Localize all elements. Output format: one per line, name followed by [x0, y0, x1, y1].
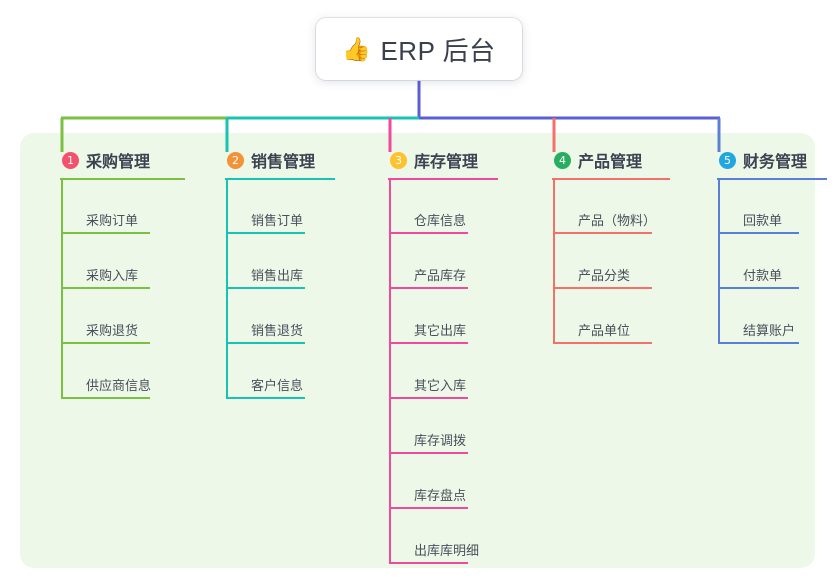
- leaf-item[interactable]: 采购退货: [62, 310, 150, 344]
- column-header-2[interactable]: 2 销售管理: [205, 145, 315, 175]
- leaf-item-label: 产品库存: [414, 268, 467, 283]
- leaf-item-label: 销售订单: [251, 213, 304, 228]
- column-underline: [552, 178, 670, 180]
- leaf-underline: [62, 232, 150, 234]
- leaf-underline: [390, 452, 468, 454]
- column-采购管理: 1 采购管理采购订单采购入库采购退货供应商信息: [40, 145, 185, 399]
- column-underline: [60, 178, 185, 180]
- column-underline: [225, 178, 335, 180]
- leaf-item[interactable]: 销售订单: [227, 200, 305, 234]
- leaf-item[interactable]: 供应商信息: [62, 365, 152, 399]
- leaf-item[interactable]: 付款单: [719, 255, 799, 289]
- leaf-underline: [62, 287, 150, 289]
- column-title: 采购管理: [86, 154, 151, 171]
- leaf-item-label: 产品分类: [578, 268, 631, 283]
- leaf-item-label: 仓库信息: [414, 213, 467, 228]
- leaf-underline: [62, 397, 150, 399]
- column-badge-4: 4: [554, 151, 571, 169]
- leaf-item-label: 库存盘点: [414, 488, 467, 503]
- leaf-underline: [719, 232, 799, 234]
- leaf-underline: [390, 562, 468, 564]
- leaf-item-label: 销售退货: [251, 323, 304, 338]
- column-title: 产品管理: [578, 154, 643, 171]
- column-badge-1: 1: [62, 151, 79, 169]
- root-node[interactable]: 👍 ERP 后台: [316, 18, 522, 80]
- diagram-panel: [20, 133, 815, 568]
- leaf-item-label: 库存调拨: [414, 433, 467, 448]
- leaf-item[interactable]: 产品库存: [390, 255, 468, 289]
- leaf-item-label: 付款单: [743, 268, 783, 283]
- leaf-item[interactable]: 销售退货: [227, 310, 305, 344]
- leaf-item[interactable]: 其它出库: [390, 310, 468, 344]
- leaf-underline: [554, 287, 652, 289]
- column-header-1[interactable]: 1 采购管理: [40, 145, 150, 175]
- leaf-item-label: 出库库明细: [414, 543, 480, 558]
- column-badge-2: 2: [227, 151, 244, 169]
- leaf-underline: [227, 232, 305, 234]
- column-badge-5: 5: [719, 151, 736, 169]
- leaf-underline: [554, 342, 652, 344]
- leaf-item[interactable]: 结算账户: [719, 310, 799, 344]
- column-title: 库存管理: [414, 154, 479, 171]
- leaf-item[interactable]: 其它入库: [390, 365, 468, 399]
- leaf-underline: [390, 342, 468, 344]
- leaf-item[interactable]: 采购入库: [62, 255, 150, 289]
- leaf-item[interactable]: 产品分类: [554, 255, 652, 289]
- column-underline: [388, 178, 498, 180]
- leaf-underline: [227, 397, 305, 399]
- thumbs-up-icon: 👍: [342, 35, 372, 62]
- leaf-item[interactable]: 仓库信息: [390, 200, 468, 234]
- leaf-item[interactable]: 销售出库: [227, 255, 305, 289]
- leaf-item-label: 销售出库: [251, 268, 304, 283]
- root-node-text: ERP 后台: [380, 35, 496, 66]
- root-node-label: 👍 ERP 后台: [342, 31, 495, 68]
- leaf-underline: [62, 342, 150, 344]
- leaf-underline: [719, 287, 799, 289]
- leaf-item-label: 产品单位: [578, 323, 631, 338]
- column-title: 财务管理: [743, 154, 808, 171]
- leaf-underline: [390, 507, 468, 509]
- leaf-underline: [227, 342, 305, 344]
- leaf-underline: [554, 232, 652, 234]
- leaf-item[interactable]: 回款单: [719, 200, 799, 234]
- leaf-underline: [390, 232, 468, 234]
- leaf-item-label: 结算账户: [743, 323, 796, 338]
- leaf-item[interactable]: 库存调拨: [390, 420, 468, 454]
- leaf-item-label: 供应商信息: [86, 378, 152, 393]
- column-库存管理: 3 库存管理仓库信息产品库存其它出库其它入库库存调拨库存盘点出库库明细: [368, 145, 498, 564]
- column-badge-3: 3: [390, 151, 407, 169]
- leaf-item-label: 采购退货: [86, 323, 139, 338]
- column-header-4[interactable]: 4 产品管理: [532, 145, 642, 175]
- leaf-underline: [390, 287, 468, 289]
- leaf-item[interactable]: 产品单位: [554, 310, 652, 344]
- leaf-underline: [719, 342, 799, 344]
- leaf-item[interactable]: 产品（物料）: [554, 200, 656, 234]
- column-销售管理: 2 销售管理销售订单销售出库销售退货客户信息: [205, 145, 335, 399]
- leaf-underline: [390, 397, 468, 399]
- leaf-item-label: 其它入库: [414, 378, 467, 393]
- column-header-5[interactable]: 5 财务管理: [697, 145, 807, 175]
- leaf-item-label: 采购订单: [86, 213, 139, 228]
- column-title: 销售管理: [251, 154, 316, 171]
- leaf-item[interactable]: 出库库明细: [390, 530, 479, 564]
- leaf-item[interactable]: 客户信息: [227, 365, 305, 399]
- column-underline: [717, 178, 827, 180]
- leaf-item-label: 产品（物料）: [578, 213, 657, 228]
- column-header-3[interactable]: 3 库存管理: [368, 145, 478, 175]
- leaf-item[interactable]: 库存盘点: [390, 475, 468, 509]
- leaf-underline: [227, 287, 305, 289]
- leaf-item-label: 回款单: [743, 213, 783, 228]
- column-财务管理: 5 财务管理回款单付款单结算账户: [697, 145, 827, 344]
- leaf-item-label: 采购入库: [86, 268, 139, 283]
- leaf-item-label: 其它出库: [414, 323, 467, 338]
- leaf-item-label: 客户信息: [251, 378, 304, 393]
- leaf-item[interactable]: 采购订单: [62, 200, 150, 234]
- column-产品管理: 4 产品管理产品（物料） 产品分类产品单位: [532, 145, 670, 344]
